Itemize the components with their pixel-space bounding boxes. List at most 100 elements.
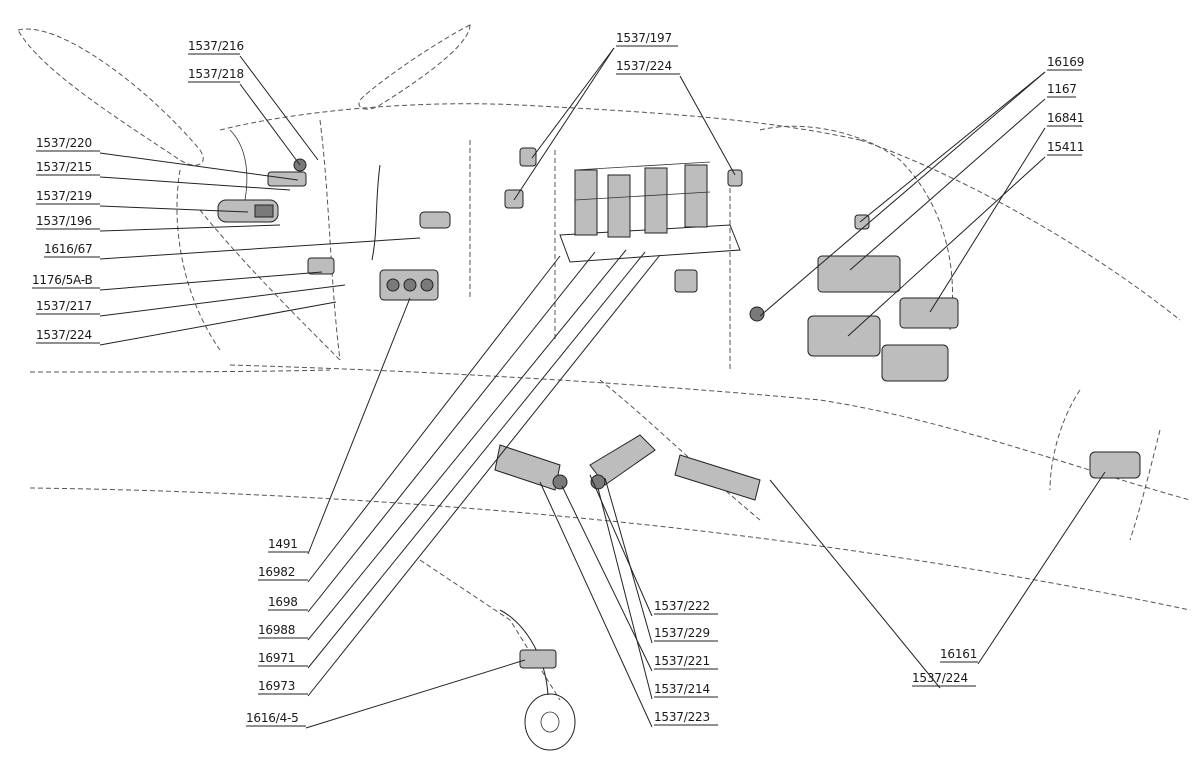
- label-15411: 15411: [1047, 140, 1084, 154]
- wing-leading-edge: [29, 487, 1191, 611]
- radio-rack-assembly: [559, 161, 743, 293]
- leader-16982: [307, 255, 561, 583]
- leader-16169-b: [759, 71, 1046, 317]
- rack-post-3: [644, 167, 668, 234]
- rack-crossbars: [574, 161, 711, 201]
- rack-post-4: [684, 164, 708, 228]
- label-underlines: [32, 45, 1082, 727]
- windscreen-frame: [759, 125, 953, 331]
- leader-1537-214: [597, 487, 653, 700]
- leader-1537-220: [99, 152, 299, 181]
- airframe-outline: [17, 24, 1191, 701]
- leader-1167: [849, 98, 1046, 271]
- firewall-lines: [199, 119, 341, 361]
- label-1616-67: 1616/67: [44, 242, 92, 256]
- label-16971: 16971: [258, 651, 295, 665]
- leader-1537-229: [604, 477, 653, 644]
- fuel-tube-1537-222: [494, 444, 561, 491]
- leader-1537-224-right: [769, 479, 941, 689]
- fuselage-top-line: [219, 103, 861, 141]
- label-1537-224-right: 1537/224: [912, 671, 968, 685]
- rack-post-2: [607, 174, 631, 238]
- leader-1537-197-b: [513, 47, 615, 201]
- panel-unit-15411: [807, 315, 881, 357]
- fitting-1537-224-rack: [727, 169, 743, 187]
- switch-16169: [854, 214, 870, 230]
- leader-16841: [929, 127, 1046, 313]
- label-1537-216: 1537/216: [188, 39, 244, 53]
- engine-lower-line: [29, 369, 331, 373]
- label-16988: 16988: [258, 623, 295, 637]
- cowling-front: [176, 169, 221, 351]
- leader-1537-216: [239, 55, 319, 161]
- engine-bay-parts: [217, 147, 537, 301]
- gauge-a: [386, 278, 400, 292]
- wing-root: [599, 379, 761, 521]
- label-1698: 1698: [268, 595, 298, 609]
- label-1537-196: 1537/196: [36, 214, 92, 228]
- label-1537-224-left: 1537/224: [36, 328, 92, 342]
- leader-1537-222: [589, 474, 653, 617]
- label-1491: 1491: [268, 537, 298, 551]
- rack-base: [559, 224, 741, 263]
- label-1537-220: 1537/220: [36, 136, 92, 150]
- leader-16169-a: [859, 71, 1046, 223]
- leader-1537-196: [99, 224, 281, 232]
- label-1176-5ab: 1176/5A-B: [32, 273, 93, 287]
- leader-1698: [307, 251, 596, 613]
- rack-post-1: [574, 169, 598, 236]
- label-16973: 16973: [258, 679, 295, 693]
- leader-1537-217: [99, 284, 346, 317]
- cockpit-side-frame: [1049, 389, 1161, 541]
- gear-strut: [499, 609, 549, 696]
- cockpit-unit-16161: [1089, 451, 1141, 479]
- label-1537-222: 1537/222: [654, 599, 710, 613]
- fuselage-lower-line: [229, 364, 1191, 501]
- label-16841: 16841: [1047, 111, 1084, 125]
- gauge-c: [420, 278, 434, 292]
- label-1537-217: 1537/217: [36, 299, 92, 313]
- leader-1176-5ab: [99, 271, 323, 291]
- fitting-16169: [749, 306, 765, 322]
- landing-gear-leg: [419, 559, 561, 701]
- panel-unit-16841: [899, 297, 959, 329]
- leader-1491: [307, 297, 411, 555]
- tail-wheel-hub: [540, 711, 560, 733]
- leader-lines: [99, 47, 1106, 729]
- label-1616-45: 1616/4-5: [246, 711, 299, 725]
- frame-verticals: [469, 140, 731, 370]
- part-labels: 1537/216 1537/218 1537/220 1537/215 1537…: [32, 31, 1084, 725]
- gauge-b: [403, 278, 417, 292]
- leader-1616-45: [305, 659, 526, 729]
- cable-1616-67: [371, 164, 381, 261]
- fitting-1176-5ab: [307, 257, 335, 275]
- label-1537-219: 1537/219: [36, 189, 92, 203]
- label-1537-215: 1537/215: [36, 160, 92, 174]
- connector-block: [419, 211, 451, 229]
- leader-1537-224-top: [679, 75, 736, 176]
- leader-16988: [307, 249, 627, 641]
- bracket-1537-224-top: [504, 189, 524, 209]
- label-1167: 1167: [1047, 82, 1077, 96]
- magneto-cap: [254, 204, 274, 218]
- leader-1537-215: [99, 176, 291, 191]
- label-16982: 16982: [258, 565, 295, 579]
- bracket-1537-197: [519, 147, 537, 167]
- leader-1537-218: [239, 83, 301, 166]
- canopy-line: [859, 139, 1181, 321]
- label-1537-224-top: 1537/224: [616, 59, 672, 73]
- leader-1616-67: [99, 237, 421, 260]
- label-1537-223: 1537/223: [654, 710, 710, 724]
- label-1537-229: 1537/229: [654, 626, 710, 640]
- leader-16971: [307, 251, 646, 669]
- leader-1537-224-left: [99, 301, 337, 346]
- fuel-line-1537-224: [674, 454, 761, 501]
- leader-1537-197-a: [531, 47, 615, 159]
- spinner-edge: [229, 129, 248, 201]
- fuel-system-parts: [494, 434, 1141, 501]
- leader-1537-219: [99, 205, 249, 213]
- tail-wheel: [524, 693, 576, 751]
- panel-unit-1167: [817, 255, 901, 293]
